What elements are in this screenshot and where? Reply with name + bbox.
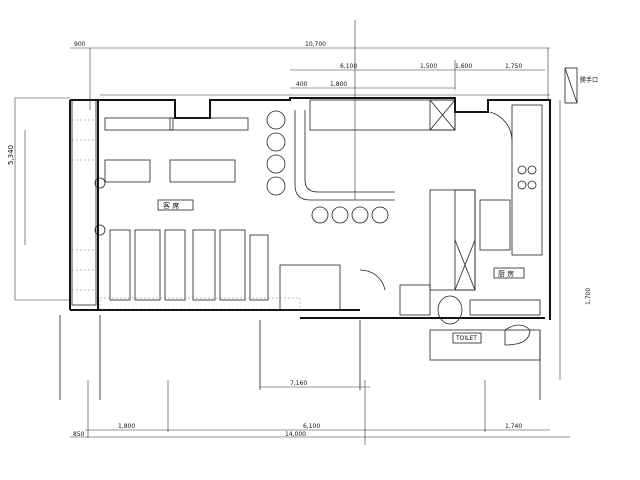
- dim-top-sub2: 1,500: [420, 63, 437, 70]
- room-label-kitchen: 厨 房: [498, 269, 514, 278]
- kitchen-label-box: [493, 267, 525, 279]
- dim-top-sub3: 1,600: [455, 63, 472, 70]
- toilet-area: [399, 284, 541, 361]
- room-label-seating: 客 席: [163, 201, 179, 210]
- dim-top-left: 900: [74, 41, 86, 48]
- dim-bottom-total: 14,000: [285, 431, 306, 438]
- top-dimensions: 10,700 6,100 1,500 1,600 1,750 900 400 1…: [70, 20, 550, 200]
- dim-bottom-right: 1,740: [505, 423, 522, 430]
- dim-bottom-left: 1,800: [118, 423, 135, 430]
- dim-top-sub1: 6,100: [340, 63, 357, 70]
- room-label-toilet: TOILET: [455, 335, 477, 342]
- dim-top-b: 1,800: [330, 81, 347, 88]
- benches: [99, 117, 341, 311]
- stools: [266, 110, 395, 224]
- seating-label-box: [157, 199, 194, 211]
- dim-left-total: 5,340: [7, 145, 15, 165]
- dim-bottom-small: 850: [73, 431, 85, 438]
- dim-top-a: 400: [296, 81, 308, 88]
- stair: [71, 99, 106, 306]
- dim-top-sub4: 1,750: [505, 63, 522, 70]
- bottom-dimensions: 1,800 6,100 1,740 14,000 850 7,160 1,700: [70, 100, 592, 445]
- dim-right-side: 1,700: [585, 288, 592, 305]
- kitchen-equipment: [309, 99, 543, 291]
- dim-inner: 7,160: [290, 380, 307, 387]
- dim-top-total: 10,700: [305, 41, 326, 48]
- service-entrance: 勝手口: [564, 67, 598, 104]
- toilet-label-box: [452, 332, 482, 344]
- dim-bottom-mid: 6,100: [303, 423, 320, 430]
- note-right-top: 勝手口: [580, 76, 598, 84]
- left-dimensions: 5,340: [7, 97, 70, 301]
